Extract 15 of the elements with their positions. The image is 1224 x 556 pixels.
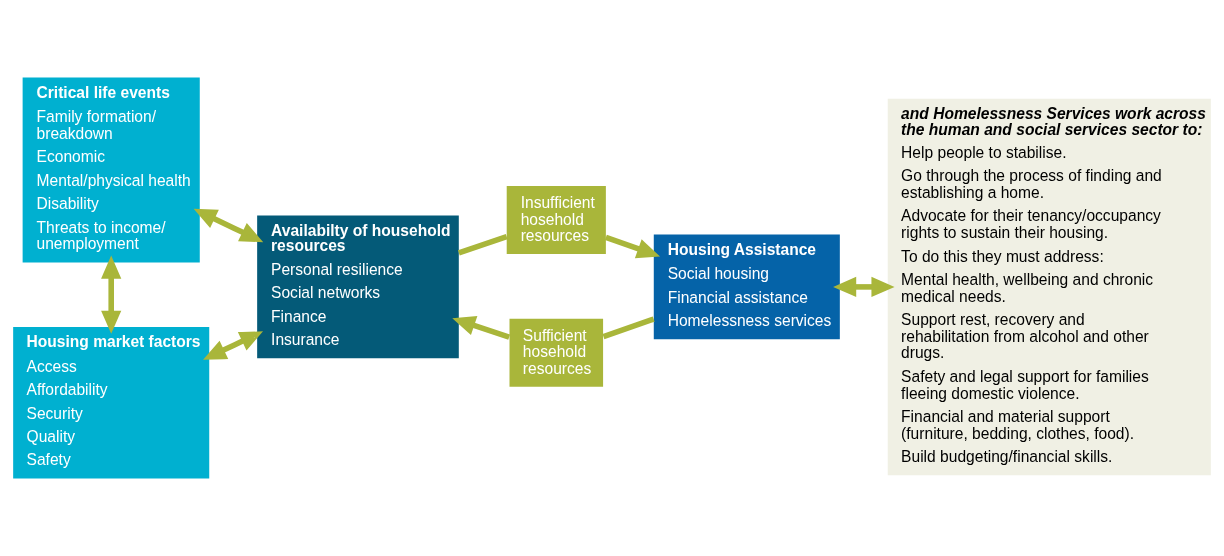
node-box: Critical life events Family formation/ breakdown Economic Mental/physical health Disability Threats to income/ unemployment: [22, 77, 200, 263]
node-box: Housing Assistance Social housing Financial assistance Homelessness services: [653, 234, 840, 340]
node-box: Availabilty of household resources Personal resilience Social networks Finance Insurance: [257, 215, 459, 359]
arrow: [193, 208, 264, 243]
node-box: Insufficient hosehold resources: [506, 186, 606, 255]
arrow: [452, 315, 511, 340]
arrow: [101, 255, 122, 334]
node-box: Sufficient hosehold resources: [509, 318, 604, 387]
arrow: [833, 276, 895, 297]
arrow: [203, 331, 264, 360]
node-box: and Homelessness Services work across the human and social services sector to: Help people to stabilise. Go through the process of finding and establishing a home. Advocate for their tenancy/occupancy rights to sustain their housing. To do this they must address: Mental health, wellbeing and chronic medical needs. Support rest, recovery and rehabilitation from alcohol and other drugs. Safety and legal support for families fleeing domestic violence. Financial and material support (furniture, bedding, clothes, food). Build budgeting/financial skills.: [887, 98, 1211, 476]
node-box: Housing market factors Access Affordability Security Quality Safety: [13, 327, 210, 479]
connector: [602, 316, 655, 340]
arrow: [604, 234, 661, 259]
connector: [457, 233, 508, 256]
